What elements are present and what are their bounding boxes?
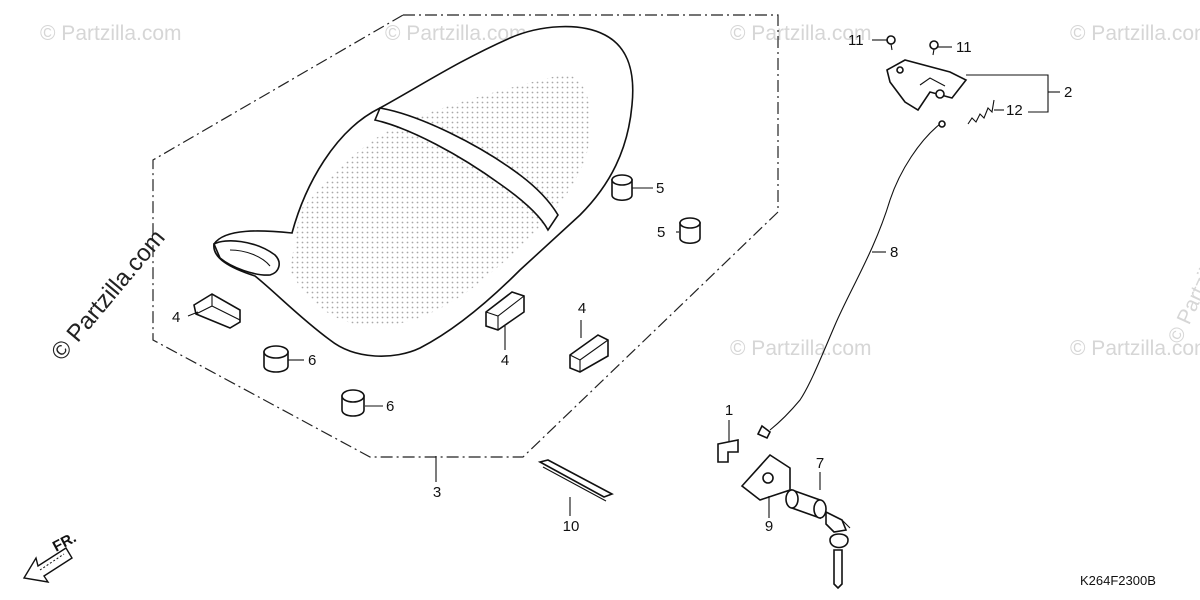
callout-11-left: 11 (848, 32, 864, 49)
callout-11-right: 11 (956, 39, 972, 56)
key-lower (829, 533, 849, 590)
cushion-block-middle (485, 291, 525, 331)
cushion-5-upper (611, 174, 633, 202)
watermark: © Partzilla.com (1164, 209, 1200, 347)
main-watermark: © Partzilla.com (46, 225, 171, 366)
callout-1: 1 (725, 402, 733, 419)
cushion-6-upper (263, 345, 289, 373)
callout-5-lower: 5 (657, 224, 665, 241)
key-upper (825, 510, 851, 533)
bolt-11-right (929, 40, 939, 56)
seat-assembly-boundary (152, 14, 779, 458)
leader-lines (187, 39, 1060, 518)
seat-lock-bracket (886, 59, 968, 112)
callout-4-right: 4 (578, 300, 586, 317)
callout-12: 12 (1006, 102, 1023, 119)
callout-6-upper: 6 (308, 352, 316, 369)
bolt-11-left (886, 35, 896, 51)
spring-12 (967, 99, 995, 125)
cushion-6-lower (341, 389, 365, 417)
callout-10: 10 (563, 518, 580, 535)
lock-bracket (740, 453, 791, 501)
front-label: FR. (50, 529, 79, 555)
callout-8: 8 (890, 244, 898, 261)
watermark: © Partzilla.com (1070, 337, 1200, 360)
front-direction-indicator: FR. (22, 529, 79, 583)
cushion-5-lower (679, 217, 701, 245)
callout-6-lower: 6 (386, 398, 394, 415)
watermark: © Partzilla.com (730, 22, 872, 45)
watermark: © Partzilla.com (385, 22, 527, 45)
cushion-block-left (193, 293, 241, 329)
callout-4-middle: 4 (501, 352, 509, 369)
lock-clip (717, 439, 739, 463)
callout-7: 7 (816, 455, 824, 472)
watermark: © Partzilla.com (730, 337, 872, 360)
callout-4-left: 4 (172, 309, 180, 326)
callout-5-upper: 5 (656, 180, 664, 197)
callout-2: 2 (1064, 84, 1072, 101)
callout-3: 3 (433, 484, 441, 501)
watermark: © Partzilla.com (1070, 22, 1200, 45)
cushion-block-right (569, 334, 609, 373)
callout-9: 9 (765, 518, 773, 535)
diagram-code: K264F2300B (1080, 573, 1156, 588)
seat-band (537, 459, 614, 502)
seat (212, 25, 634, 357)
watermark: © Partzilla.com (40, 22, 182, 45)
seat-lock-cable (756, 120, 946, 440)
seat-lock-cylinder (785, 488, 827, 520)
